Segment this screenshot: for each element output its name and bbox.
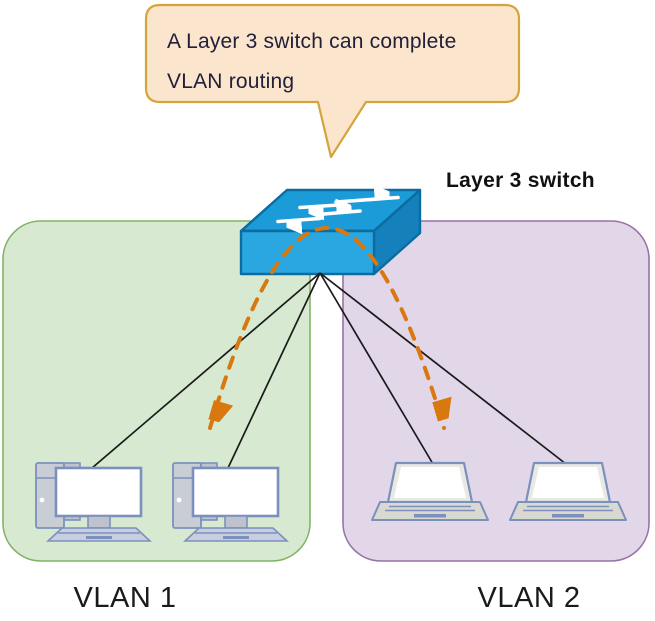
vlan2-label: VLAN 2 — [477, 582, 581, 614]
switch-front-face — [239, 229, 376, 276]
layer3-switch-icon — [239, 190, 422, 276]
connection-line-pc1 — [91, 272, 321, 469]
inter-vlan-routing-arrow — [208, 226, 444, 430]
callout-line1: A Layer 3 switch can complete — [167, 30, 457, 53]
vlan1-label: VLAN 1 — [73, 582, 177, 614]
switch-label: Layer 3 switch — [446, 169, 595, 192]
connection-line-laptop2 — [319, 272, 567, 465]
connection-line-pc2 — [227, 272, 321, 469]
connection-lines — [91, 272, 567, 469]
callout-text: A Layer 3 switch can complete VLAN routi… — [167, 22, 512, 102]
switch-left-arrow-icon — [276, 216, 322, 222]
callout-line2: VLAN routing — [167, 70, 295, 93]
connection-line-laptop1 — [319, 272, 434, 465]
callout-bubble — [144, 3, 521, 159]
switch-right-arrow-icon — [316, 211, 362, 217]
